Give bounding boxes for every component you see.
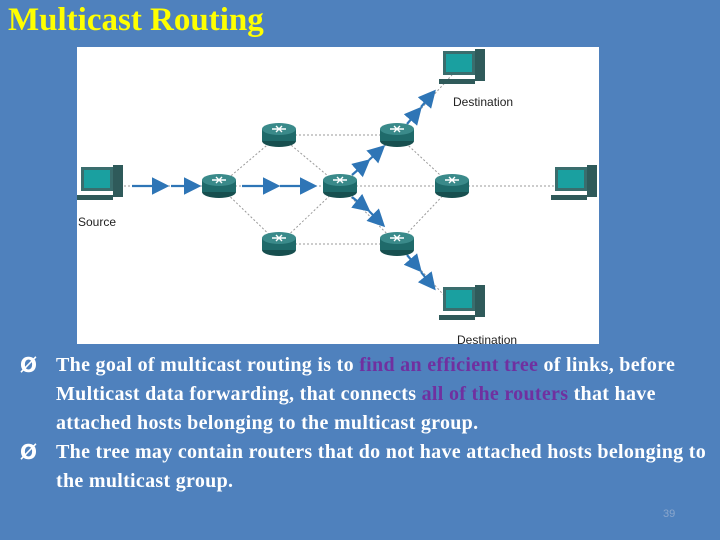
bullet-item: Ø The tree may contain routers that do no… (18, 438, 718, 496)
multicast-diagram: Source Destination Destination (77, 47, 599, 344)
router-icon (379, 122, 415, 148)
router-icon (261, 122, 297, 148)
highlight-text: find an efficient tree (359, 354, 539, 376)
arrow-bullet-icon: Ø (20, 353, 38, 377)
router-icon (434, 173, 470, 199)
slide-title: Multicast Routing (8, 2, 264, 38)
destination-label-top: Destination (453, 95, 513, 109)
router-icon (379, 231, 415, 257)
router-icon (322, 173, 358, 199)
bullet-text: The tree may contain routers that do not… (56, 441, 707, 492)
bullet-text: of links, before Multicast data forwardi… (56, 354, 676, 405)
network-diagram-svg: Source Destination Destination (77, 49, 597, 344)
bullet-text: . (228, 470, 234, 492)
destination-computer-icon (439, 285, 485, 320)
arrow-bullet-icon: Ø (20, 440, 38, 464)
destination-computer-icon (439, 49, 485, 84)
computer-icon (551, 165, 597, 200)
bullet-text: The goal of multicast routing is to (56, 354, 360, 376)
bullet-text: that have attached hosts belonging to th… (56, 383, 656, 434)
highlight-text: all of the routers (421, 383, 569, 405)
source-computer-icon (77, 165, 123, 200)
destination-label-bottom: Destination (457, 333, 517, 344)
bullet-text: , that connects (289, 383, 422, 405)
slide-number: 39 (663, 508, 676, 520)
bullet-item: Ø The goal of multicast routing is to fin… (18, 351, 718, 438)
router-icon (201, 173, 237, 199)
router-icon (261, 231, 297, 257)
multicast-tree-arrows (132, 89, 436, 291)
bullet-list: Ø The goal of multicast routing is to fin… (18, 351, 718, 496)
source-label: Source (78, 215, 116, 229)
